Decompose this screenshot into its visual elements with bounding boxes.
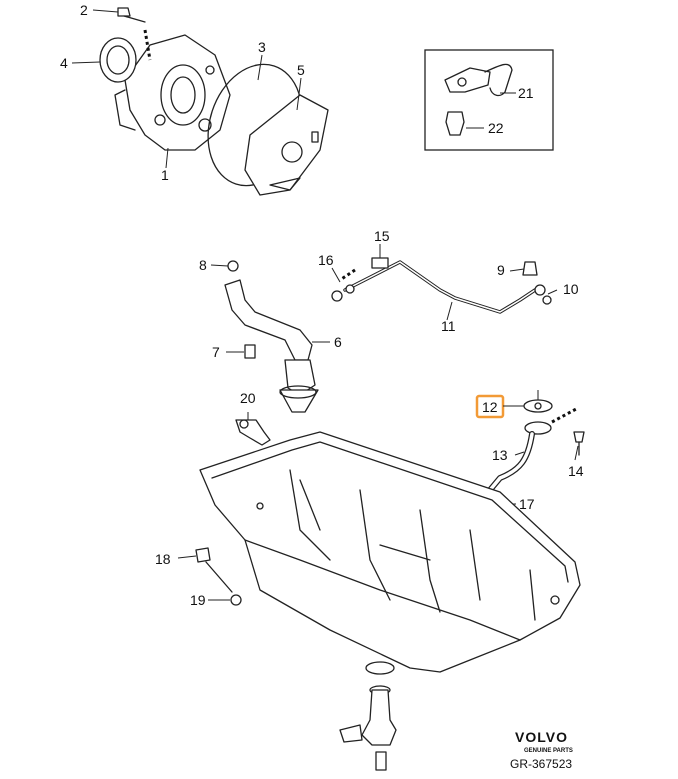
oil-pump-assembly [71, 7, 329, 196]
callout-labels: 2 4 3 5 1 21 22 15 16 8 9 10 11 6 7 20 1… [60, 2, 584, 608]
callout-8: 8 [199, 257, 207, 273]
callout-19: 19 [190, 592, 206, 608]
callout-10: 10 [563, 281, 579, 297]
callout-7: 7 [212, 344, 220, 360]
callout-6: 6 [334, 334, 342, 350]
inset-detail-box [424, 49, 554, 151]
callout-15: 15 [374, 228, 390, 244]
volvo-logo-text: VOLVO [515, 729, 568, 745]
callout-22: 22 [488, 120, 504, 136]
brand-block: VOLVO GENUINE PARTS GR-367523 [510, 729, 573, 771]
callout-16: 16 [318, 252, 334, 268]
figure-id: GR-367523 [510, 757, 572, 771]
callout-5: 5 [297, 62, 305, 78]
oil-pan [177, 412, 581, 771]
callout-17: 17 [519, 496, 535, 512]
callout-2: 2 [80, 2, 88, 18]
oil-pickup-assembly [210, 260, 330, 413]
oil-return-pipe-assembly [331, 244, 558, 321]
callout-11: 11 [441, 318, 456, 334]
callout-21: 21 [518, 85, 534, 101]
genuine-parts-tagline: GENUINE PARTS [524, 748, 573, 754]
callout-9: 9 [497, 262, 505, 278]
callout-20: 20 [240, 390, 256, 406]
callout-14: 14 [568, 463, 584, 479]
callout-12-highlighted[interactable]: 12 [482, 399, 498, 415]
callout-4: 4 [60, 55, 68, 71]
callout-1: 1 [161, 167, 169, 183]
callout-3: 3 [258, 39, 266, 55]
callout-13: 13 [492, 447, 508, 463]
callout-18: 18 [155, 551, 171, 567]
